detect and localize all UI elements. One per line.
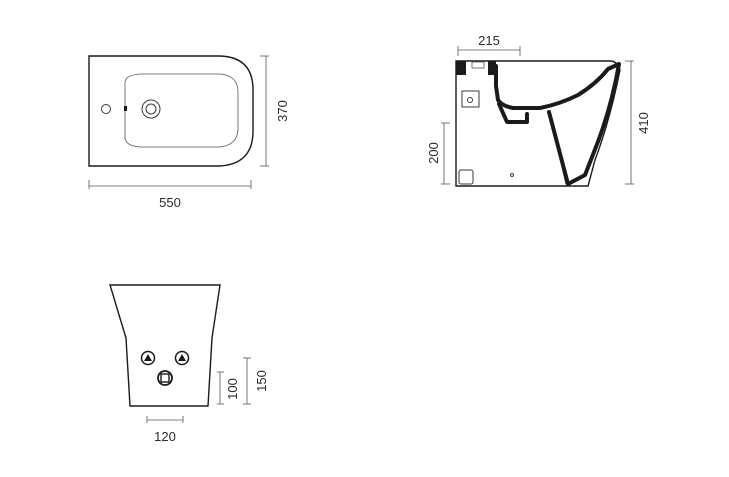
dimension-215: 215	[457, 33, 521, 56]
dimension-550: 550	[88, 180, 252, 210]
drain-outlet-icon	[157, 370, 173, 386]
fixing-bracket	[461, 90, 480, 108]
depth-label: 370	[275, 100, 290, 122]
dimension-200: 200	[426, 122, 450, 185]
top-offset-label: 215	[478, 33, 500, 48]
width-label: 550	[159, 195, 181, 210]
rim-cap-mid	[488, 61, 496, 75]
top-view-outline	[88, 55, 254, 167]
outer-height-label: 150	[254, 370, 269, 392]
back-view: 120 100 150	[109, 284, 269, 444]
overflow-slot	[124, 106, 127, 111]
dimension-370: 370	[260, 55, 290, 167]
tap-hole-icon	[101, 104, 111, 114]
dimension-120: 120	[146, 416, 184, 444]
drain-inner-icon	[145, 103, 157, 115]
inlet-height-label: 200	[426, 142, 441, 164]
back-view-outline	[109, 284, 221, 407]
inner-height-label: 100	[225, 378, 240, 400]
inlet-left-icon	[140, 350, 156, 366]
dimension-100: 100	[217, 371, 240, 405]
dimension-410: 410	[625, 60, 651, 185]
bottom-fixing	[458, 169, 474, 185]
top-view-basin	[124, 73, 239, 148]
back-width-label: 120	[154, 429, 176, 444]
top-view: 550 370	[88, 55, 290, 210]
total-height-label: 410	[636, 112, 651, 134]
side-view: 215 200 410	[426, 33, 651, 187]
rim-cap-left	[456, 61, 466, 75]
bowl-section	[491, 62, 621, 186]
dimension-150: 150	[243, 357, 269, 405]
drain-pipe	[497, 102, 529, 124]
inlet-right-icon	[174, 350, 190, 366]
drain-outer-icon	[141, 99, 161, 119]
